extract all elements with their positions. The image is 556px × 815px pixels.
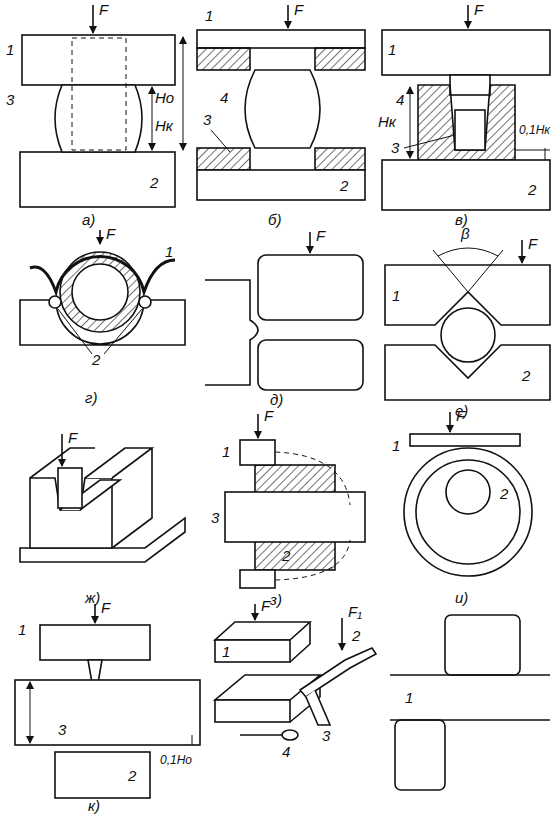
panel-letter: д) [270,392,283,408]
part-label: 2 [522,368,530,384]
part-label: 1 [205,8,213,24]
part-label: 0,1Hк [519,122,550,138]
part-label: F [106,226,115,242]
panel-letter: з) [270,592,282,608]
part-label: 3 [58,722,66,738]
part-label: 3 [211,510,219,526]
panel-letter: к) [88,798,100,814]
part-label: F [474,2,483,18]
part-label: 4 [220,90,228,106]
part-label: 3 [322,728,330,744]
part-label: 0,1Hо [160,752,192,768]
panel-letter: а) [82,212,95,228]
part-label: 1 [222,444,230,460]
panel-letter: г) [85,390,97,406]
part-label: F [101,600,110,616]
panel-letter: и) [455,590,468,606]
part-label: 3 [203,112,211,128]
part-label: F [68,430,77,446]
part-label: F₁ [348,604,362,620]
part-label: 1 [6,42,14,58]
part-label: F [528,236,537,252]
panel-letter: ж) [85,590,100,606]
part-label: 2 [500,486,508,502]
part-label: F [99,2,108,18]
part-label: 2 [128,768,136,784]
part-label: 3 [6,92,14,108]
part-label: F [264,408,273,424]
part-label: 1 [222,644,230,660]
part-label: 1 [405,690,413,706]
part-label: 4 [396,92,404,108]
part-label: β [461,226,470,242]
part-label: 2 [282,548,290,564]
part-label: Hо [155,90,174,106]
part-label: 2 [92,352,100,368]
part-label: 2 [352,628,360,644]
part-label: 1 [388,42,396,58]
part-label: 2 [528,182,536,198]
part-label: F [316,228,325,244]
part-label: F [456,408,465,424]
part-label: 1 [18,622,26,638]
part-label: F [294,2,303,18]
part-label: 2 [150,175,158,191]
part-label: Hк [378,114,396,130]
part-label: 2 [340,178,348,194]
part-label: 1 [392,438,400,454]
part-label: 4 [282,744,290,760]
part-label: 1 [392,288,400,304]
part-label: 3 [391,140,399,156]
part-label: 1 [165,244,173,260]
panel-letter: б) [268,212,281,228]
part-label: F [261,598,270,614]
part-label: Hк [155,118,173,134]
